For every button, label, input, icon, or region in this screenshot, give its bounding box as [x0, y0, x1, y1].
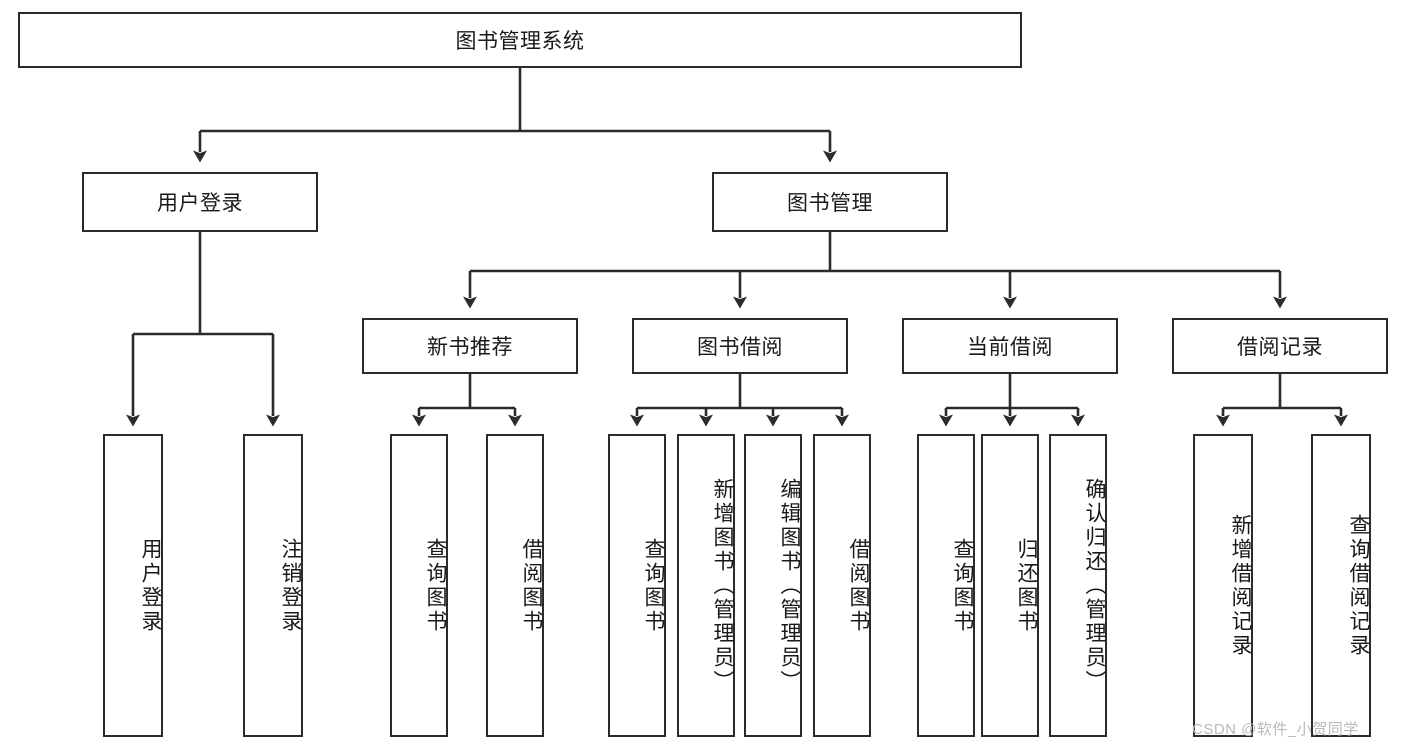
node-leaf-confirm-return[interactable]: 确认归还（管理员） [1049, 434, 1107, 737]
node-leaf-query-book-3-label: 查询图书 [951, 537, 974, 634]
node-leaf-query-book-2-label: 查询图书 [642, 537, 665, 634]
csdn-watermark: CSDN @软件_小贺同学 [1192, 721, 1359, 738]
node-current-borrow-label: 当前借阅 [967, 336, 1053, 359]
node-book-borrow-label: 图书借阅 [697, 336, 783, 359]
node-current-borrow[interactable]: 当前借阅 [902, 318, 1118, 374]
node-new-book-rec[interactable]: 新书推荐 [362, 318, 578, 374]
node-book-borrow[interactable]: 图书借阅 [632, 318, 848, 374]
node-leaf-edit-book[interactable]: 编辑图书（管理员） [744, 434, 802, 737]
node-user-login-label: 用户登录 [157, 192, 243, 215]
node-book-manage[interactable]: 图书管理 [712, 172, 948, 232]
node-leaf-add-book-label: 新增图书（管理员） [711, 477, 734, 694]
node-root[interactable]: 图书管理系统 [18, 12, 1022, 68]
node-leaf-query-book-3[interactable]: 查询图书 [917, 434, 975, 737]
node-leaf-query-book-1-label: 查询图书 [424, 537, 447, 634]
node-leaf-query-book-1[interactable]: 查询图书 [390, 434, 448, 737]
node-leaf-add-record[interactable]: 新增借阅记录 [1193, 434, 1253, 737]
node-leaf-confirm-return-label: 确认归还（管理员） [1083, 477, 1106, 694]
node-leaf-edit-book-label: 编辑图书（管理员） [778, 477, 801, 694]
node-leaf-logout[interactable]: 注销登录 [243, 434, 303, 737]
node-leaf-borrow-book-2-label: 借阅图书 [847, 537, 870, 634]
node-leaf-user-login[interactable]: 用户登录 [103, 434, 163, 737]
node-leaf-return-book-label: 归还图书 [1015, 537, 1038, 634]
node-leaf-logout-label: 注销登录 [279, 537, 302, 634]
node-borrow-record[interactable]: 借阅记录 [1172, 318, 1388, 374]
node-leaf-query-record-label: 查询借阅记录 [1347, 513, 1370, 658]
node-leaf-query-record[interactable]: 查询借阅记录 [1311, 434, 1371, 737]
node-root-label: 图书管理系统 [455, 30, 585, 53]
node-new-book-rec-label: 新书推荐 [427, 336, 513, 359]
node-leaf-borrow-book-1[interactable]: 借阅图书 [486, 434, 544, 737]
node-leaf-return-book[interactable]: 归还图书 [981, 434, 1039, 737]
node-leaf-add-book[interactable]: 新增图书（管理员） [677, 434, 735, 737]
node-leaf-user-login-label: 用户登录 [139, 537, 162, 634]
node-leaf-borrow-book-1-label: 借阅图书 [520, 537, 543, 634]
node-user-login[interactable]: 用户登录 [82, 172, 318, 232]
node-borrow-record-label: 借阅记录 [1237, 336, 1323, 359]
node-leaf-borrow-book-2[interactable]: 借阅图书 [813, 434, 871, 737]
node-leaf-add-record-label: 新增借阅记录 [1229, 513, 1252, 658]
node-leaf-query-book-2[interactable]: 查询图书 [608, 434, 666, 737]
node-book-manage-label: 图书管理 [787, 192, 873, 215]
